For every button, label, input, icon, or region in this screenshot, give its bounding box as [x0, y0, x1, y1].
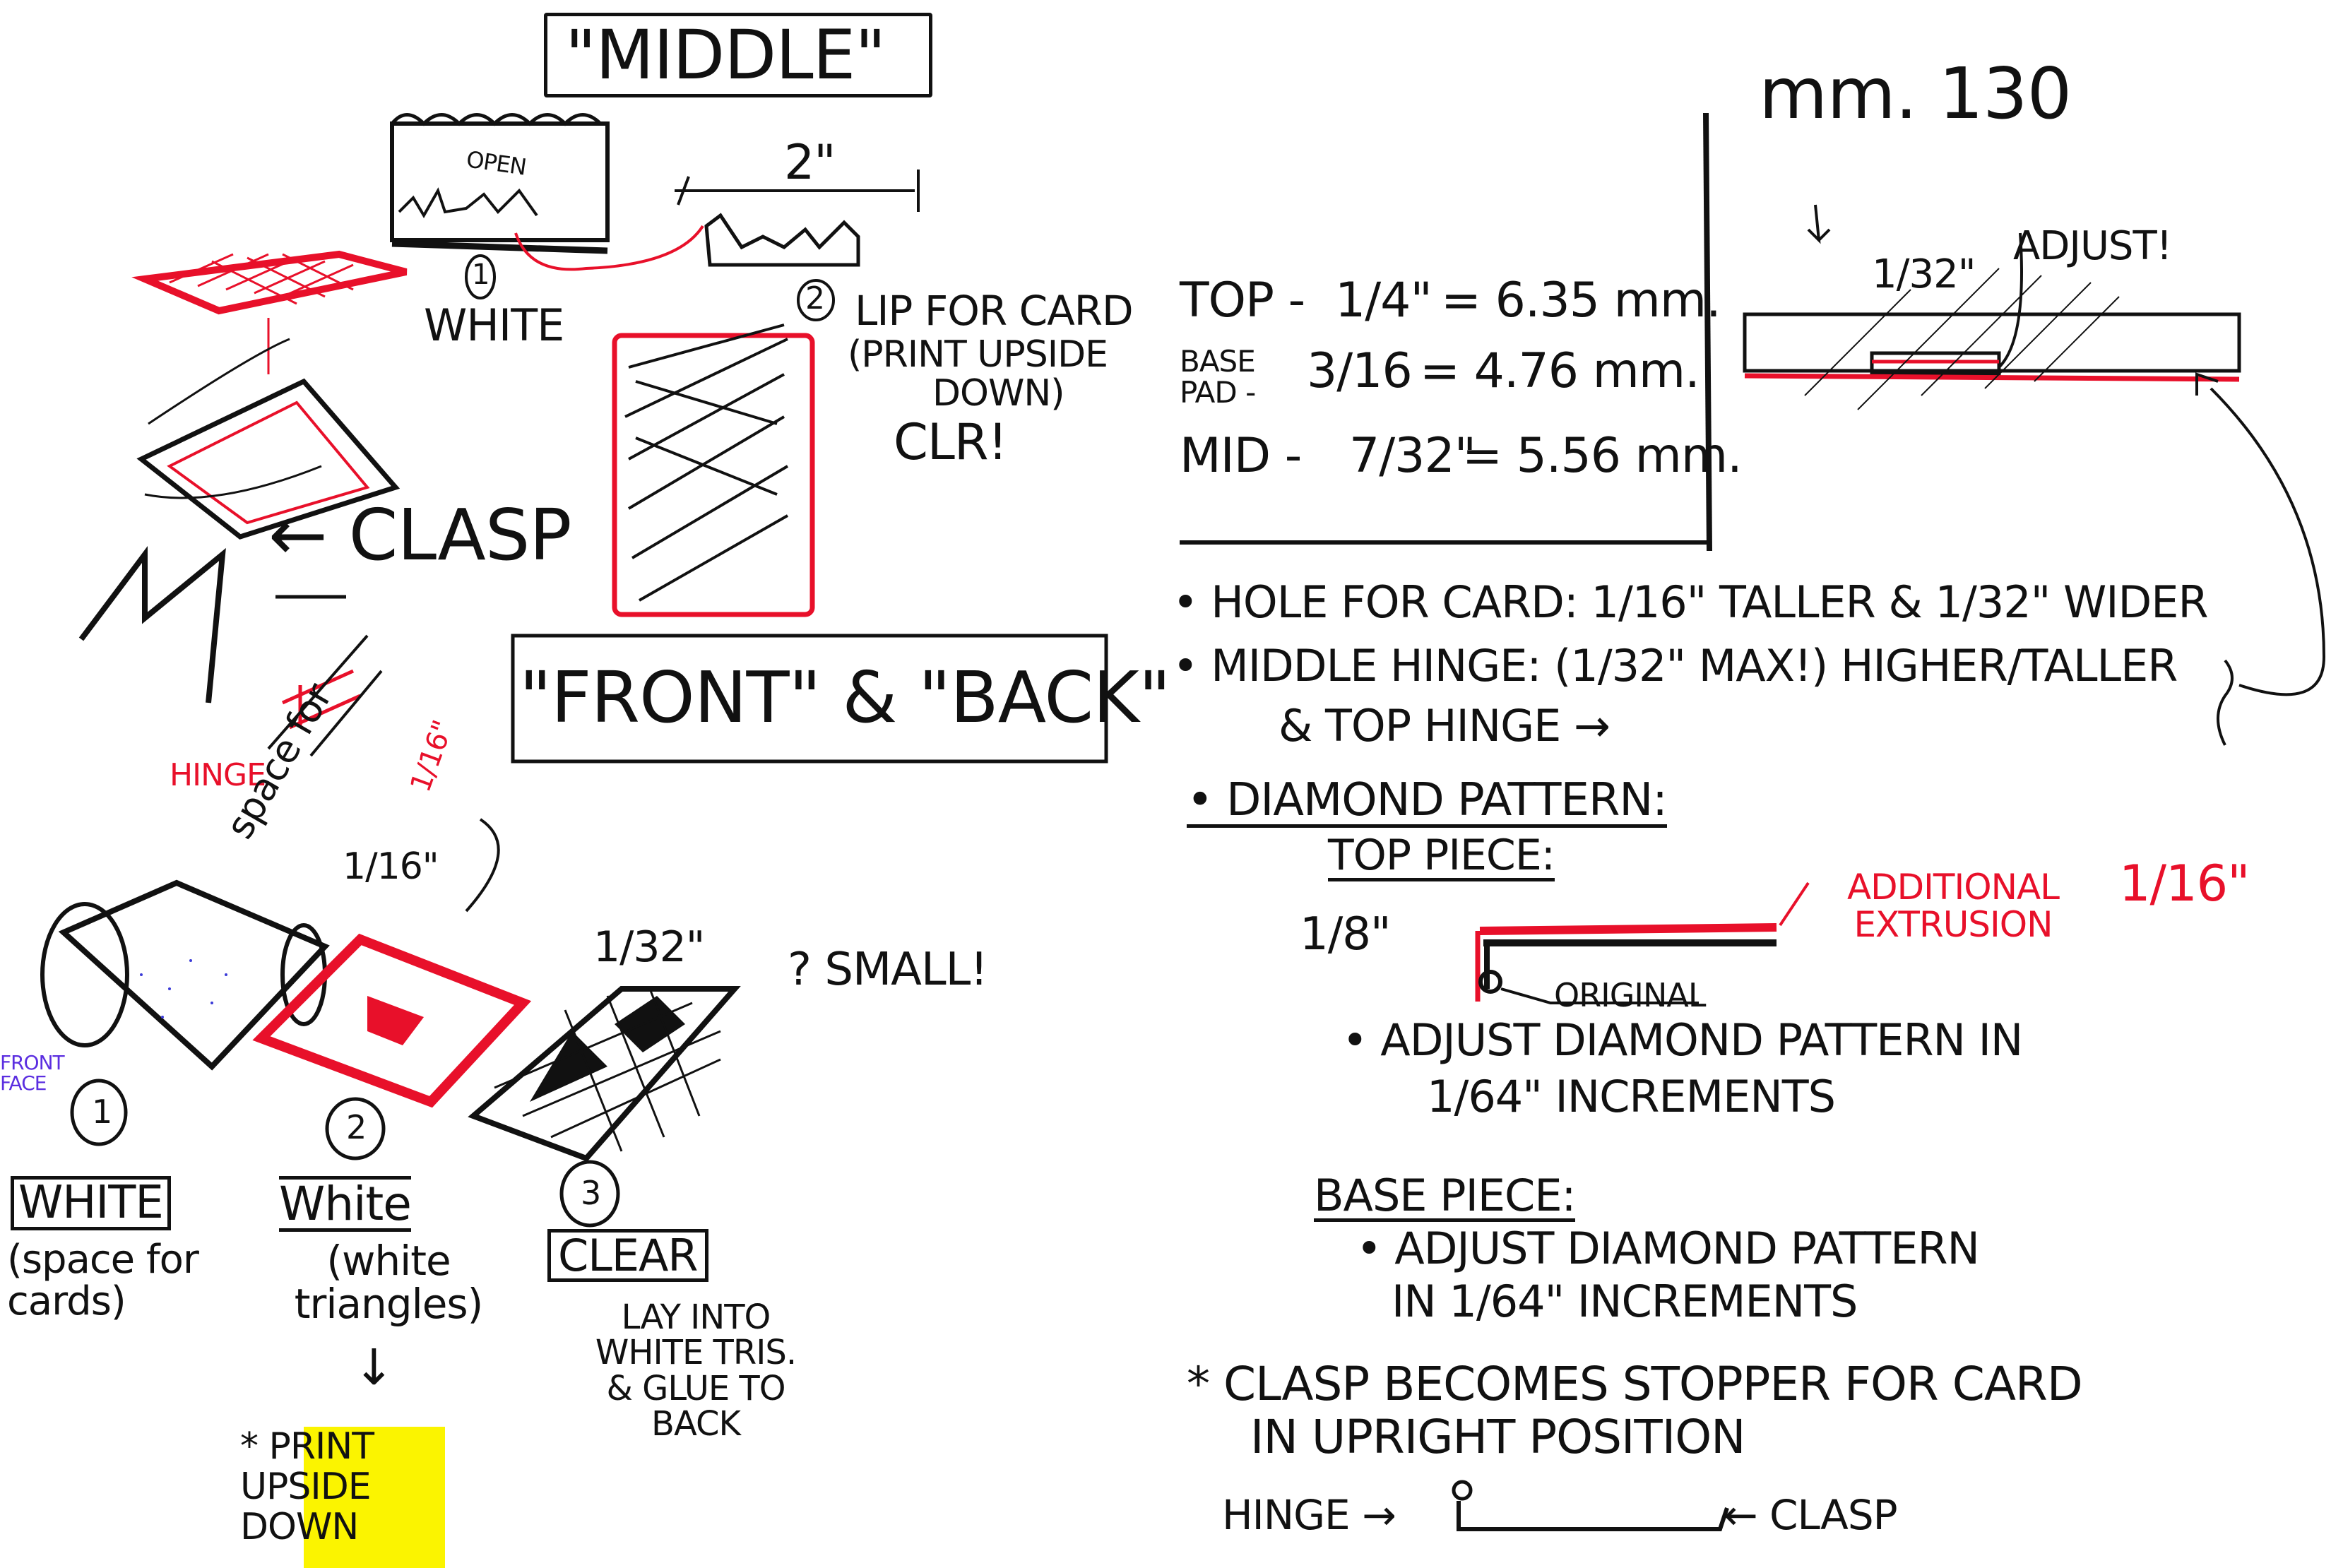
gap-dim: 1/32" [593, 922, 705, 972]
clasp-label: ← CLASP [268, 494, 572, 576]
note-adjust-top-2: 1/64" INCREMENTS [1427, 1071, 1836, 1122]
part2-dimension: 2" [784, 135, 836, 191]
fb-part2-note: (white triangles) [294, 1237, 483, 1328]
section-dim: 1/32" [1872, 251, 1976, 297]
fb-part2-label: White [279, 1176, 412, 1233]
lip-note-1: LIP FOR CARD [855, 287, 1134, 335]
measurement-part: TOP - [1180, 273, 1305, 328]
measurement-part: MID - [1180, 428, 1302, 484]
space-note-2: 1/16" [343, 845, 439, 888]
fb-part2-number: 2 [346, 1108, 367, 1146]
lip-note-3: DOWN) [932, 372, 1065, 415]
fb-part1-number: 1 [92, 1093, 112, 1131]
fb-part1-label: WHITE [11, 1176, 171, 1231]
front-back-title: "FRONT" & "BACK" [519, 656, 1171, 739]
measurement-metric: = 6.35 mm. [1441, 273, 1721, 328]
note-clasp-stopper-1: * CLASP BECOMES STOPPER FOR CARD [1187, 1357, 2083, 1411]
hinge-label: HINGE [170, 757, 266, 793]
small-note: ? SMALL! [788, 944, 988, 996]
note-top-piece: TOP PIECE: [1328, 831, 1555, 881]
bottom-hinge-label: HINGE → [1222, 1491, 1396, 1539]
measurement-row: MID - 7/32" = 5.56 mm. [1180, 428, 1743, 484]
section-adjust-note: ADJUST! [2013, 223, 2172, 269]
measurement-row: TOP - 1/4" = 6.35 mm. [1180, 273, 1721, 328]
part1-label: WHITE [424, 299, 564, 351]
measurement-metric: = 5.56 mm. [1462, 428, 1743, 484]
additional-extrusion-label: ADDITIONAL EXTRUSION [1846, 867, 2060, 945]
note-hole-for-card: • HOLE FOR CARD: 1/16" TALLER & 1/32" WI… [1173, 576, 2209, 628]
note-adjust-top-1: • ADJUST DIAMOND PATTERN IN [1342, 1014, 2023, 1066]
lip-note-2: (PRINT UPSIDE [848, 333, 1108, 376]
measurement-imperial: 3/16 [1307, 343, 1413, 399]
bottom-clasp-label: ← CLASP [1724, 1491, 1898, 1539]
part1-number: 1 [472, 259, 490, 291]
fb-part3-number: 3 [581, 1174, 601, 1212]
print-upside-down-callout: * PRINT UPSIDE DOWN [240, 1427, 445, 1568]
front-face-label: FRONT FACE [0, 1051, 65, 1095]
note-adjust-base-1: • ADJUST DIAMOND PATTERN [1356, 1223, 1980, 1274]
measurement-row: BASE PAD - 3/16 = 4.76 mm. [1180, 344, 1700, 410]
note-base-piece: BASE PIECE: [1314, 1170, 1576, 1223]
lip-note-4: CLR! [894, 413, 1008, 471]
original-label: ORIGINAL [1554, 976, 1706, 1014]
measurement-part: BASE PAD - [1180, 344, 1256, 410]
extrusion-dim: 1/16" [2119, 855, 2250, 913]
middle-title-box [544, 13, 932, 97]
part2-number: 2 [805, 280, 825, 316]
measurements-header: mm. 130 [1759, 52, 2072, 135]
top-piece-dim: 1/8" [1300, 908, 1391, 961]
note-middle-hinge-2: & TOP HINGE → [1279, 700, 1611, 752]
measurement-metric: = 4.76 mm. [1420, 343, 1700, 399]
note-middle-hinge-1: • MIDDLE HINGE: (1/32" MAX!) HIGHER/TALL… [1173, 640, 2178, 691]
fb-part3-note: LAY INTO WHITE TRIS. & GLUE TO BACK [595, 1297, 797, 1444]
fb-part3-label: CLEAR [547, 1229, 708, 1283]
note-clasp-stopper-2: IN UPRIGHT POSITION [1250, 1410, 1746, 1464]
note-adjust-base-2: IN 1/64" INCREMENTS [1392, 1276, 1858, 1327]
measurement-imperial: 7/32" [1349, 428, 1476, 484]
fb-part2-arrow: ↓ [353, 1338, 395, 1396]
note-diamond-heading: • DIAMOND PATTERN: [1187, 776, 1668, 828]
fb-part1-note: (space for cards) [7, 1237, 199, 1324]
middle-title: "MIDDLE" [565, 16, 886, 95]
measurement-imperial: 1/4" [1335, 273, 1433, 328]
